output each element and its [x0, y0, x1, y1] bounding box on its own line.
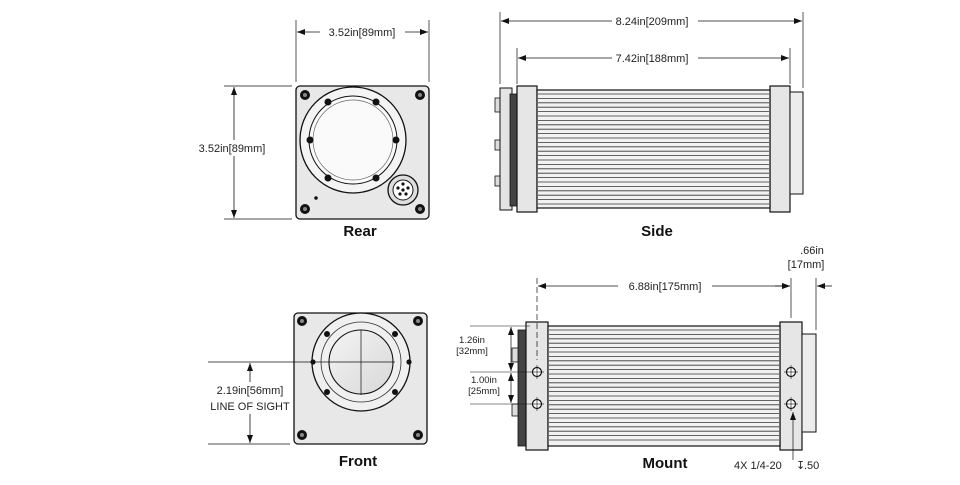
- mount-length-dim: 6.88in[175mm]: [629, 281, 702, 293]
- side-overall-dim: 8.24in[209mm]: [616, 16, 689, 28]
- rear-width-dim: 3.52in[89mm]: [329, 27, 396, 39]
- side-view: 8.24in[209mm] 7.42in[188mm] Side: [494, 12, 804, 240]
- front-los-dim: 2.19in[56mm]: [217, 385, 284, 397]
- mount-body: [547, 325, 781, 447]
- mount-offset-dim-in: .66in: [800, 245, 824, 257]
- mount-spacing-dim-mm: [25mm]: [468, 386, 500, 397]
- side-knurl: [509, 93, 518, 207]
- rear-height-dim: 3.52in[89mm]: [199, 143, 266, 155]
- mount-title: Mount: [643, 455, 688, 472]
- mount-top-dim-mm: [32mm]: [456, 346, 488, 357]
- rear-ring-bolts: [306, 98, 400, 182]
- rear-title: Rear: [343, 223, 377, 240]
- mount-holes: [530, 365, 798, 411]
- side-title: Side: [641, 223, 673, 240]
- front-corner-bolts: [297, 316, 423, 440]
- mount-view: 6.88in[175mm] .66in [17mm] 1.26in [32mm]…: [456, 245, 832, 472]
- rear-connector-icon: [387, 174, 419, 206]
- mount-thread-note: 4X 1/4-20: [734, 460, 782, 472]
- rear-view: 3.52in[89mm] 3.52in[89mm] Rear: [199, 20, 430, 240]
- mount-depth-note: .50: [804, 460, 819, 472]
- mount-offset-dim-mm: [17mm]: [788, 259, 825, 271]
- depth-icon: ↧: [796, 460, 805, 472]
- rear-window: [308, 95, 398, 185]
- mount-top-dim-in: 1.26in: [459, 335, 485, 346]
- front-view: 2.19in[56mm] LINE OF SIGHT Front: [208, 312, 428, 470]
- side-body-dim: 7.42in[188mm]: [616, 53, 689, 65]
- mount-spacing-dim-in: 1.00in: [471, 375, 497, 386]
- front-title: Front: [339, 453, 377, 470]
- front-los-label: LINE OF SIGHT: [210, 401, 290, 413]
- side-body: [536, 89, 771, 209]
- rear-corner-bolts: [300, 90, 425, 214]
